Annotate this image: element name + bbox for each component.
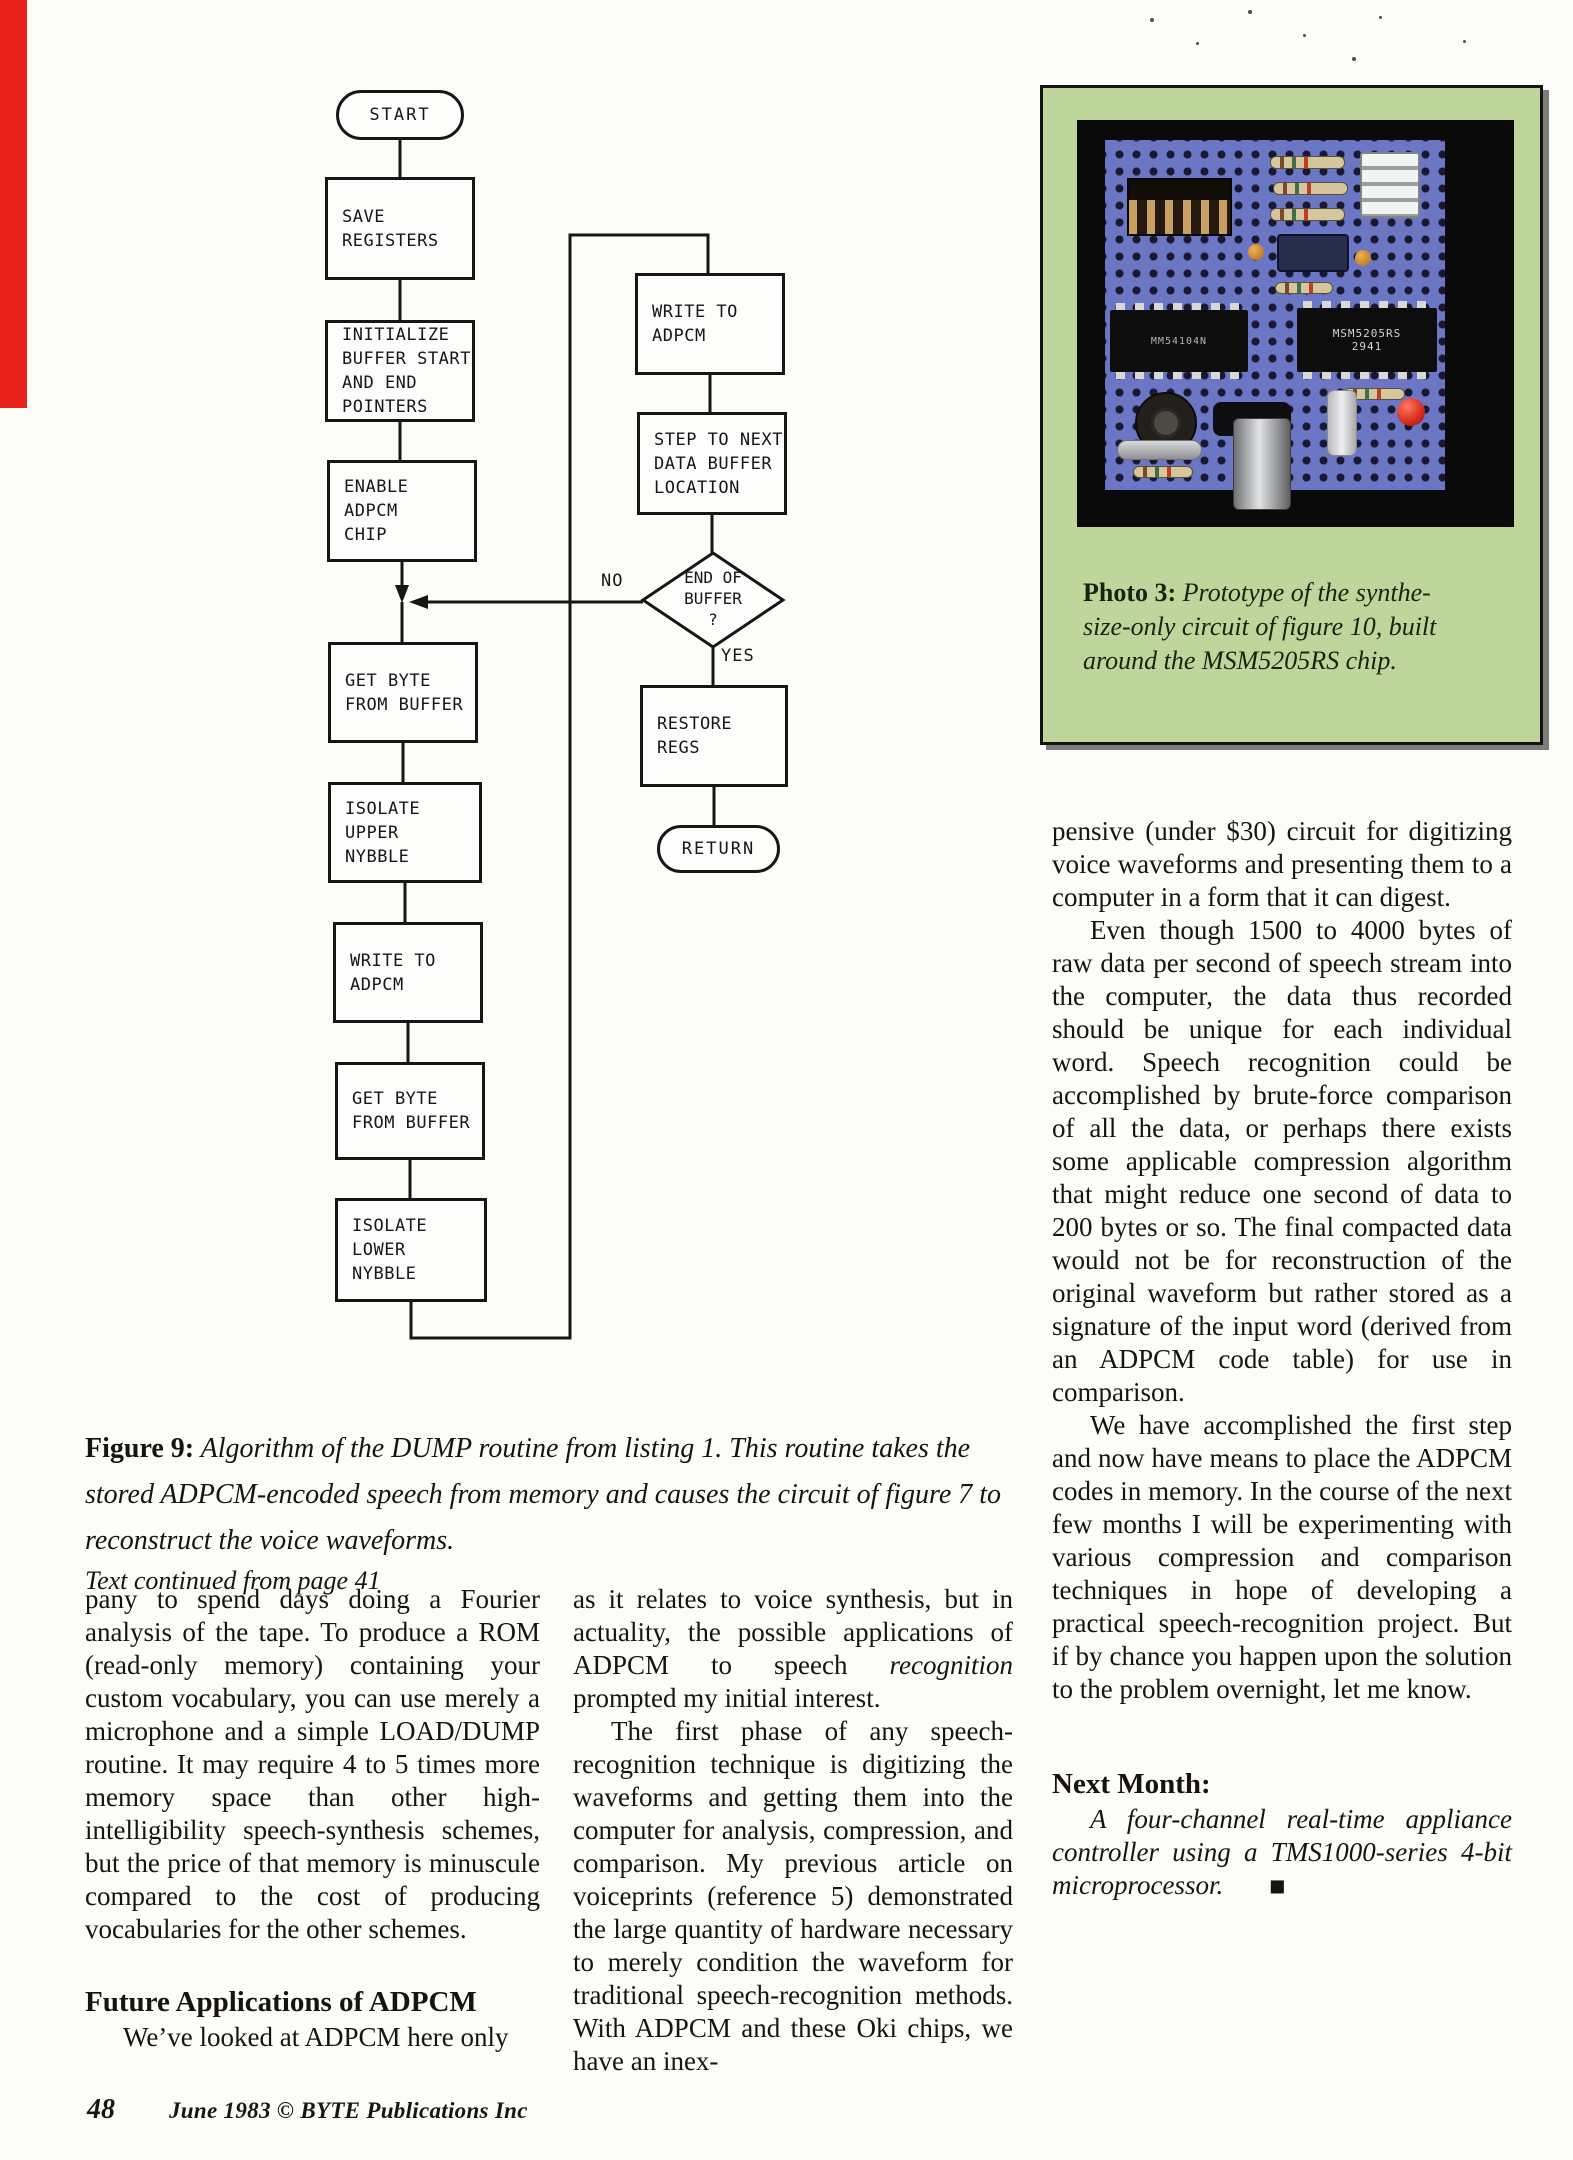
flowchart-node-restore-regs: RESTORE REGS (640, 685, 788, 787)
figure-9-caption-label: Figure 9: (85, 1433, 195, 1464)
resistor (1262, 282, 1346, 294)
photo-3-frame: MM54104N MSM5205RS 2941 Photo 3: Prototy… (1040, 85, 1543, 745)
resistor (1120, 466, 1206, 478)
page-number: 48 (87, 2094, 115, 2125)
paragraph-text: as it relates to voice synthesis, but in… (573, 1584, 1013, 1680)
flowchart-node-get-byte-2: GET BYTE FROM BUFFER (335, 1062, 485, 1160)
paragraph: The first phase of any speech-recognitio… (573, 1716, 1013, 2076)
trimmer-wiper (1151, 408, 1181, 438)
perfboard: MM54104N MSM5205RS 2941 (1105, 140, 1445, 510)
flowchart-node-enable-adpcm-chip: ENABLE ADPCM CHIP (327, 460, 477, 562)
flowchart-node-isolate-lower-nybble: ISOLATE LOWER NYBBLE (335, 1198, 487, 1302)
photo-3-caption-text: Prototype of the synthe- size-only circu… (1083, 578, 1437, 675)
figure-9-caption-text: Algorithm of the DUMP routine from listi… (85, 1433, 1002, 1556)
section-heading-next-month: Next Month: (1052, 1768, 1211, 1800)
body-column-2: as it relates to voice synthesis, but in… (573, 1583, 1013, 2078)
paragraph: We have accomplished the first step and … (1052, 1410, 1512, 1704)
page-footer: 48 June 1983 © BYTE Publications Inc (87, 2094, 528, 2126)
print-speck (1463, 40, 1466, 43)
paragraph: as it relates to voice synthesis, but in… (573, 1583, 1013, 1715)
print-speck (1379, 16, 1382, 19)
photo-3-caption-label: Photo 3: (1083, 578, 1177, 607)
dip-switch (1360, 152, 1420, 218)
phono-jack (1233, 418, 1291, 510)
print-speck (1248, 10, 1252, 14)
paragraph: We’ve looked at ADPCM here only (123, 2022, 509, 2052)
print-speck (1196, 42, 1199, 45)
print-speck (1352, 57, 1356, 61)
flowchart-node-save-registers: SAVE REGISTERS (325, 177, 475, 280)
flowchart-branch-label-yes: YES (721, 646, 755, 666)
resistor (1257, 156, 1358, 169)
node-label: START (369, 105, 431, 125)
flowchart-node-write-to-adpcm-right: WRITE TO ADPCM (635, 273, 785, 375)
transistor (1277, 234, 1349, 272)
ic-chip-msm5205rs: MSM5205RS 2941 (1297, 301, 1437, 379)
flowchart-node-write-to-adpcm-left: WRITE TO ADPCM (333, 922, 483, 1023)
emphasized-word: recognition (889, 1650, 1013, 1680)
node-label: RETURN (681, 839, 756, 859)
resistor (1257, 208, 1358, 221)
film-capacitor (1327, 390, 1357, 456)
figure-9-caption: Figure 9: Algorithm of the DUMP routine … (85, 1426, 1015, 1564)
section-heading-future-applications: Future Applications of ADPCM (85, 1986, 477, 2018)
body-column-3: pensive (under $30) circuit for digitizi… (1052, 815, 1512, 1902)
body-column-1: pany to spend days doing a Fourier analy… (85, 1583, 540, 2054)
ic-socket (1127, 178, 1232, 236)
ic-chip-left-label: MM54104N (1150, 335, 1208, 347)
photo-3-caption: Photo 3: Prototype of the synthe- size-o… (1083, 576, 1508, 678)
ceramic-capacitor (1355, 250, 1371, 266)
footer-credit: June 1983 © BYTE Publications Inc (169, 2098, 528, 2123)
print-speck (1303, 34, 1306, 37)
article-end-mark: ■ (1269, 1871, 1286, 1901)
resistor (1260, 182, 1361, 195)
flowchart-node-get-byte-1: GET BYTE FROM BUFFER (328, 642, 478, 743)
flowchart-node-return: RETURN (657, 825, 780, 873)
ic-chip-msm5205rs-label: MSM5205RS 2941 (1332, 327, 1402, 353)
next-month-teaser: A four-channel real-time appliance contr… (1052, 1803, 1512, 1902)
flowchart-node-initialize-pointers: INITIALIZE BUFFER START AND END POINTERS (325, 320, 475, 422)
paragraph: pensive (under $30) circuit for digitizi… (1052, 816, 1512, 912)
flowchart-node-isolate-upper-nybble: ISOLATE UPPER NYBBLE (328, 782, 482, 883)
paragraph: pany to spend days doing a Fourier analy… (85, 1584, 540, 1944)
flowchart-node-start: START (336, 90, 464, 140)
next-month-text: A four-channel real-time appliance contr… (1052, 1804, 1512, 1900)
flowchart-node-end-of-buffer: END OF BUFFER ? (684, 568, 742, 629)
ic-chip-left: MM54104N (1110, 303, 1248, 379)
electrolytic-capacitor (1117, 440, 1202, 460)
ceramic-capacitor (1248, 244, 1264, 260)
paragraph: Even though 1500 to 4000 bytes of raw da… (1052, 915, 1512, 1407)
flowchart-branch-label-no: NO (601, 571, 624, 591)
circuit-photo: MM54104N MSM5205RS 2941 (1077, 120, 1514, 527)
flowchart-connectors (395, 140, 786, 1340)
page-edge-red-strip (0, 0, 27, 408)
flowchart-node-step-to-next: STEP TO NEXT DATA BUFFER LOCATION (637, 412, 787, 515)
print-speck (1150, 18, 1154, 22)
paragraph-text: prompted my initial interest. (573, 1683, 881, 1713)
led-red (1397, 398, 1425, 426)
continued-note: Text continued from page 41 (85, 1566, 381, 1595)
